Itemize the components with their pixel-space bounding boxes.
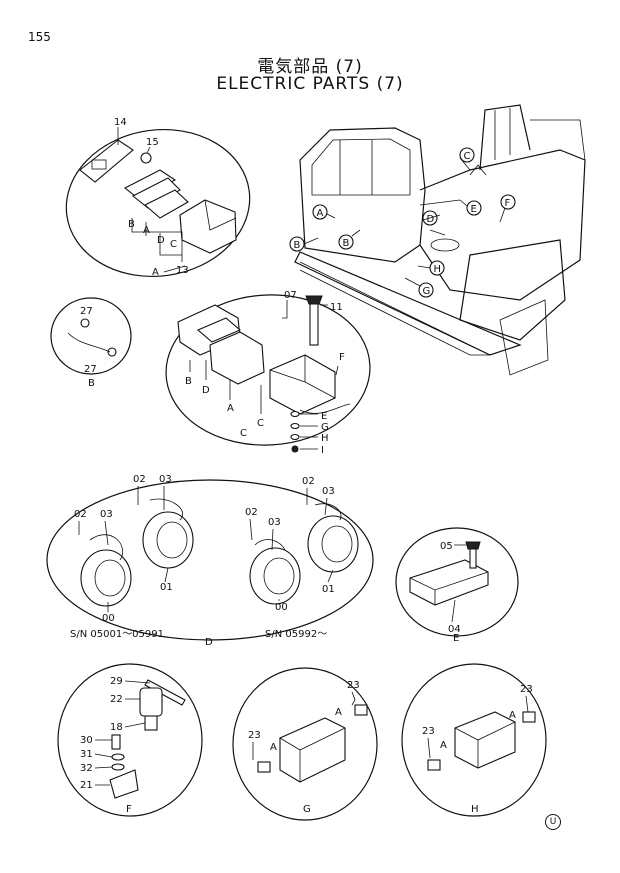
callout-15: 15: [146, 137, 159, 148]
callout-21: 21: [80, 780, 93, 791]
group-a-work-light: 14 15 13 B A D C A: [65, 117, 251, 278]
group-g-label: G: [303, 804, 311, 815]
callout-32: 32: [80, 763, 93, 774]
label-c-d: D: [202, 385, 210, 396]
group-d-label: D: [205, 637, 213, 648]
label-c-f: F: [339, 352, 345, 363]
callout-11: 11: [330, 302, 343, 313]
label-c-h: H: [321, 433, 329, 444]
callout-00-b: 00: [275, 602, 288, 613]
group-g-valve: 23 23 A A G: [232, 667, 378, 821]
callout-02-c: 02: [302, 476, 315, 487]
machine-label-a: A: [317, 208, 324, 219]
machine-label-e: E: [471, 204, 477, 215]
callout-27-top: 27: [80, 306, 93, 317]
group-h-valve: 23 23 A A H: [401, 663, 547, 817]
callout-23-h2: 23: [422, 726, 435, 737]
machine-label-b2: B: [343, 238, 350, 249]
label-h-a1: A: [509, 710, 516, 721]
label-g-a1: A: [335, 707, 342, 718]
label-c-i: I: [321, 445, 324, 456]
label-c-e: E: [321, 411, 327, 422]
label-a1-a: A: [143, 225, 150, 236]
page-number: 155: [28, 30, 51, 44]
label-g-a2: A: [270, 742, 277, 753]
callout-18: 18: [110, 722, 123, 733]
group-e-bracket: 05 04 E: [395, 527, 519, 644]
group-e-label: E: [453, 633, 459, 644]
machine-overview: [294, 104, 586, 376]
callout-01-b: 01: [322, 584, 335, 595]
callout-07: 07: [284, 290, 297, 301]
group-b-label: B: [88, 378, 95, 389]
callout-03-a: 03: [159, 474, 172, 485]
callout-23-g2: 23: [248, 730, 261, 741]
group-c-label: C: [240, 428, 247, 439]
label-c-b: B: [185, 376, 192, 387]
callout-01-a: 01: [160, 582, 173, 593]
group-h-label: H: [471, 804, 479, 815]
group-f-sensor: 29 22 18 30 31 32 21 F: [57, 663, 203, 817]
label-a1-c: C: [170, 239, 177, 250]
callout-05: 05: [440, 541, 453, 552]
label-h-a2: A: [440, 740, 447, 751]
callout-02-a: 02: [133, 474, 146, 485]
machine-label-b: B: [294, 240, 301, 251]
page-title-english: ELECTRIC PARTS (7): [216, 74, 404, 94]
callout-23-h1: 23: [520, 684, 533, 695]
serial-range-2: S/N 05992～: [265, 629, 327, 640]
callout-31: 31: [80, 749, 93, 760]
callout-29: 29: [110, 676, 123, 687]
label-c-g: G: [321, 422, 329, 433]
machine-label-g: G: [423, 286, 431, 297]
machine-label-c: C: [464, 151, 471, 162]
callout-03-c: 03: [322, 486, 335, 497]
group-b-ground-cable: 27 27 B: [50, 297, 132, 389]
callout-02-b: 02: [74, 509, 87, 520]
group-f-label: F: [126, 804, 132, 815]
corner-mark: U: [545, 814, 561, 830]
machine-label-h: H: [434, 264, 442, 275]
machine-callouts: A B B C D E F G H: [289, 147, 516, 298]
callout-03-b: 03: [100, 509, 113, 520]
page-title-japanese: 電気部品 (7): [257, 57, 363, 77]
serial-range-1: S/N 05001～05991: [70, 629, 164, 640]
group-a-label: A: [152, 267, 159, 278]
callout-23-g1: 23: [347, 680, 360, 691]
callout-14: 14: [114, 117, 127, 128]
label-c-c: C: [257, 418, 264, 429]
callout-13: 13: [176, 265, 189, 276]
label-a1-b: B: [128, 219, 135, 230]
label-c-a: A: [227, 403, 234, 414]
callout-27-bottom: 27: [84, 364, 97, 375]
group-c-lamp-assembly: 07 11 B D A C F E G H I C: [165, 290, 371, 456]
callout-22: 22: [110, 694, 123, 705]
machine-label-f: F: [505, 198, 511, 209]
label-a1-d: D: [157, 235, 165, 246]
callout-04: 04: [448, 624, 461, 635]
machine-label-d: D: [427, 214, 435, 225]
callout-02-d: 02: [245, 507, 258, 518]
group-d-horns: 02 03 02 03 01 00 02 03 02 03 01 00 S/N …: [46, 474, 374, 648]
callout-00-a: 00: [102, 613, 115, 624]
callout-03-d: 03: [268, 517, 281, 528]
callout-30: 30: [80, 735, 93, 746]
